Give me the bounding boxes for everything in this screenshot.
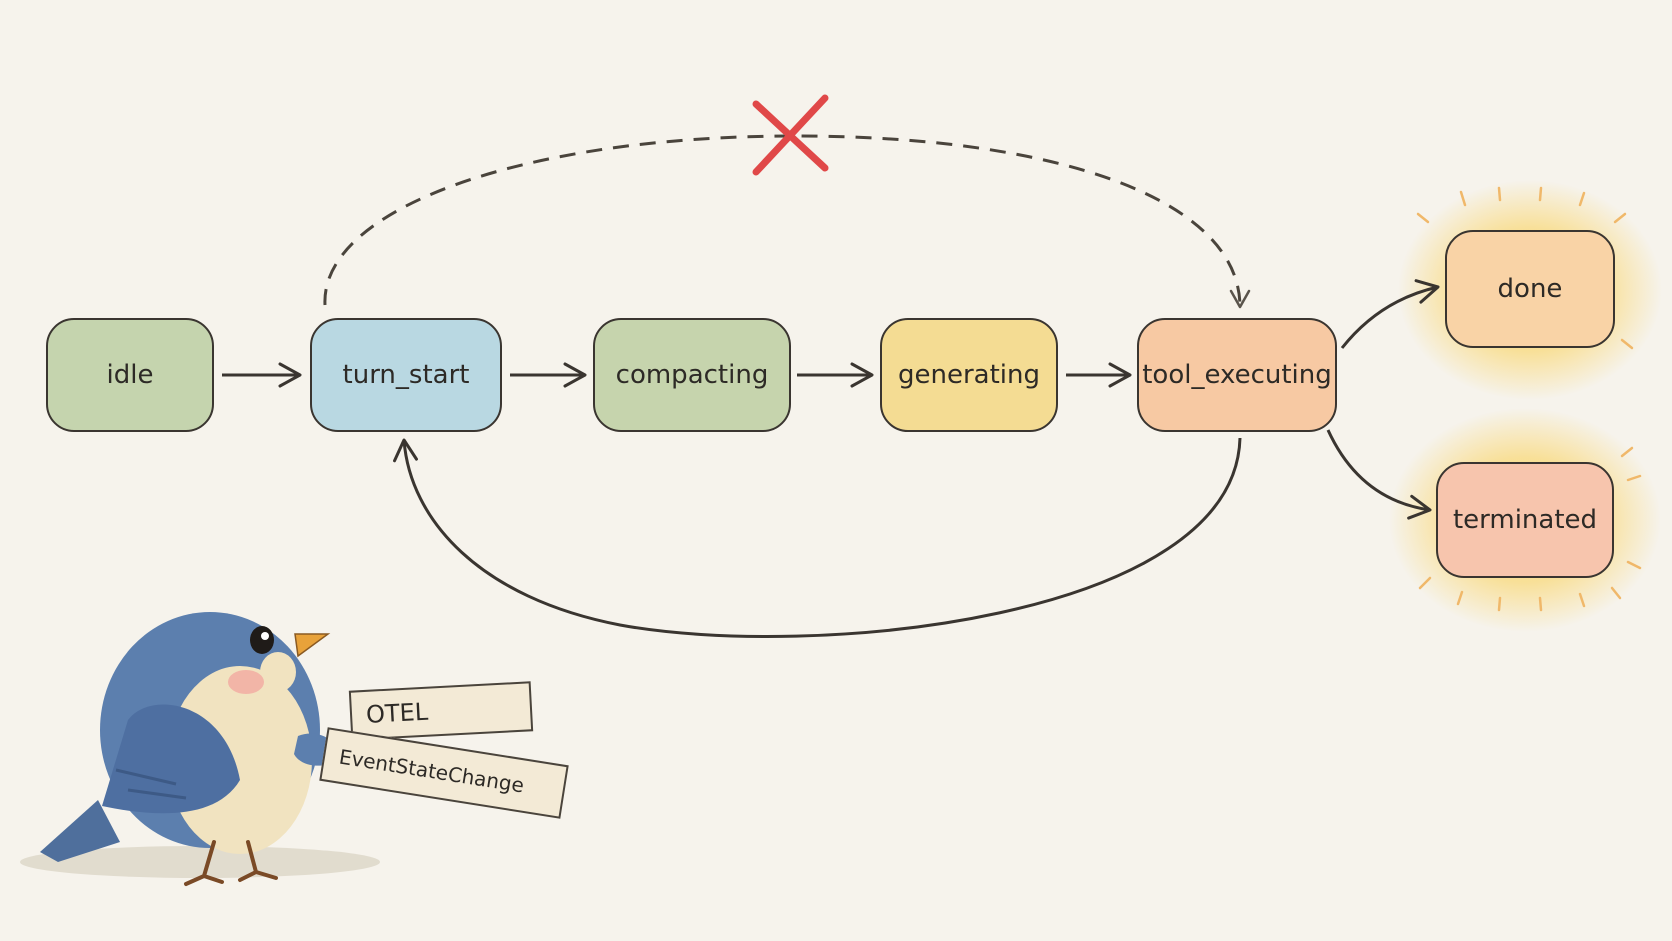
state-terminated: terminated bbox=[1436, 462, 1614, 578]
arrow-tool-executing-to-terminated bbox=[1326, 429, 1432, 520]
state-compacting-label: compacting bbox=[615, 360, 769, 390]
otel-tag-label: OTEL bbox=[365, 697, 429, 729]
terminated-rays bbox=[1418, 446, 1642, 612]
state-compacting: compacting bbox=[593, 318, 791, 432]
state-idle: idle bbox=[46, 318, 214, 432]
state-terminated-label: terminated bbox=[1452, 505, 1598, 535]
state-turn-start-label: turn_start bbox=[342, 360, 470, 390]
state-turn-start: turn_start bbox=[310, 318, 502, 432]
state-done-label: done bbox=[1497, 274, 1563, 304]
arrow-tool-executing-to-done bbox=[1340, 279, 1440, 349]
blue-bird bbox=[20, 612, 380, 886]
arrow-tool-executing-loop-to-turn-start bbox=[393, 437, 1242, 638]
dashed-skip-arrow bbox=[323, 134, 1251, 309]
state-tool-executing: tool_executing bbox=[1137, 318, 1337, 432]
state-generating: generating bbox=[880, 318, 1058, 432]
state-generating-label: generating bbox=[898, 360, 1040, 390]
otel-tag: OTEL bbox=[348, 681, 534, 741]
state-idle-label: idle bbox=[106, 360, 154, 390]
done-rays bbox=[1416, 186, 1634, 350]
state-done: done bbox=[1445, 230, 1615, 348]
red-x-mark bbox=[752, 94, 829, 176]
state-tool-executing-label: tool_executing bbox=[1142, 360, 1332, 390]
